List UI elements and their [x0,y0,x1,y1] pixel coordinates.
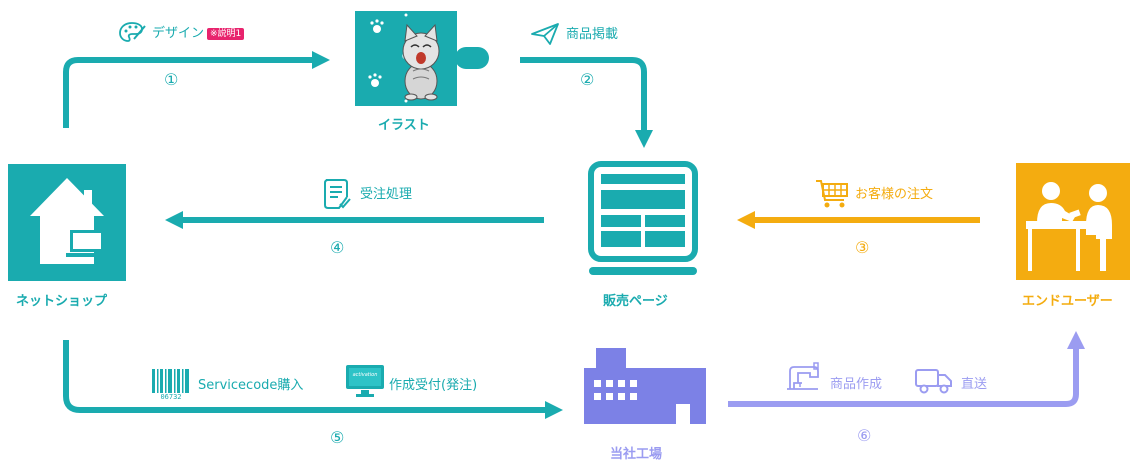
sewing-machine-icon [787,362,819,390]
end-user-node [1016,163,1130,280]
palette-icon [119,22,146,42]
sales-page-node [586,161,702,281]
cat-illustration [402,23,440,101]
arrow-processing-head [165,211,183,229]
arrow-design [63,57,315,128]
house-icon [30,178,108,264]
sales-page-label: 販売ページ [603,294,668,309]
direct-shipping-label: 直送 [961,377,988,392]
phone-case-icon [355,11,489,106]
arrow-delivery [728,346,1079,407]
webpage-icon [588,161,698,275]
arrow-publish [520,57,647,132]
factory-label: 当社工場 [610,447,663,462]
shop-node [8,164,126,281]
step-number-1: ① [164,70,179,89]
document-check-icon [324,179,351,209]
order-processing-label: 受注処理 [360,187,413,202]
step-number-5: ⑤ [330,428,345,447]
note-badge: ※説明1 [207,28,245,40]
end-user-label: エンドユーザー [1022,294,1113,309]
barcode-number: 06732 [152,393,190,402]
design-label-wrap: デザイン※説明1 [152,26,245,42]
step-number-6: ⑥ [857,426,872,445]
order-received-label: 作成受付(発注) [389,378,478,393]
shop-label: ネットショップ [16,294,108,309]
monitor-icon: activation [345,363,385,399]
publish-label: 商品掲載 [566,27,619,42]
truck-icon [915,369,952,394]
factory-icon [584,348,706,424]
arrow-design-head [312,51,330,69]
product-creation-label: 商品作成 [830,377,883,392]
step-number-3: ③ [855,238,870,257]
step-number-2: ② [580,70,595,89]
illustration-label: イラスト [378,118,430,133]
barcode-icon: 06732 [152,369,190,403]
reception-icon [1026,182,1112,271]
step-number-4: ④ [330,238,345,257]
shopping-cart-icon [816,180,848,208]
activation-text: activation [352,372,378,378]
customer-order-label: お客様の注文 [855,187,934,202]
factory-node [576,348,712,424]
illustration-node [355,11,490,106]
arrow-purchase [63,340,548,413]
arrow-purchase-head [545,401,563,419]
servicecode-label: Servicecode購入 [198,378,304,393]
arrow-delivery-head [1067,331,1085,349]
arrow-order-head [737,211,755,229]
arrow-publish-head [635,130,653,148]
paper-plane-icon [531,23,559,45]
design-label: デザイン [152,26,205,41]
